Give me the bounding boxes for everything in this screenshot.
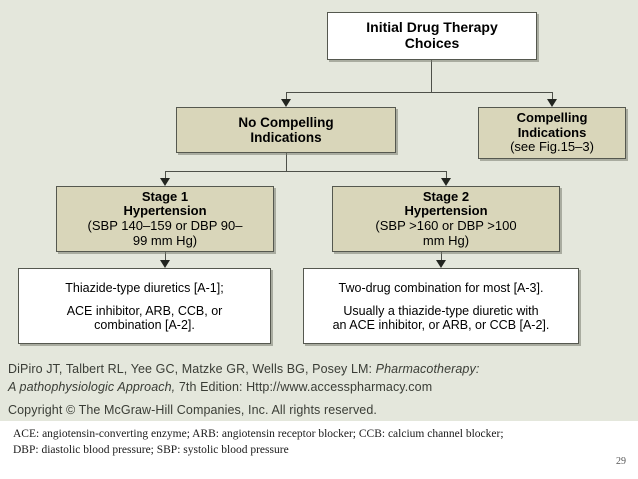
copyright-notice: Copyright © The McGraw-Hill Companies, I… bbox=[8, 403, 377, 417]
connector-level2-left-drop bbox=[286, 92, 287, 101]
connector-nocompelling-down bbox=[286, 153, 287, 171]
footnote-line1: ACE: angiotensin-converting enzyme; ARB:… bbox=[13, 428, 504, 440]
node-compelling-line2: Indications bbox=[517, 124, 587, 140]
node-compelling-figure-ref: (see Fig.15–3) bbox=[510, 139, 594, 155]
citation-title-part1: Pharmacotherapy: bbox=[375, 362, 480, 376]
node-treatment2-line1: Two-drug combination for most [A-3]. bbox=[338, 280, 544, 295]
arrow-to-stage1 bbox=[160, 178, 170, 186]
connector-initial-down bbox=[431, 60, 432, 92]
node-initial-line2: Choices bbox=[404, 35, 460, 51]
node-stage2-line3: (SBP >160 or DBP >100 bbox=[375, 218, 517, 233]
citation-edition: 7th Edition: Http://www.accesspharmacy.c… bbox=[175, 380, 433, 395]
connector-stages-horizontal bbox=[165, 171, 446, 172]
connector-stage2-drop bbox=[446, 171, 447, 180]
node-stage1-line1: Stage 1 bbox=[141, 188, 189, 204]
citation-title-part2: A pathophysiologic Approach, bbox=[8, 380, 176, 395]
arrow-to-treatment1 bbox=[160, 260, 170, 268]
node-treatment-stage-2: Two-drug combination for most [A-3]. Usu… bbox=[303, 268, 579, 344]
node-initial-line1: Initial Drug Therapy bbox=[366, 19, 498, 36]
arrow-to-compelling bbox=[547, 99, 557, 107]
arrow-to-stage2 bbox=[441, 178, 451, 186]
node-stage2-line2: Hypertension bbox=[404, 203, 488, 219]
abbreviation-footnote: ACE: angiotensin-converting enzyme; ARB:… bbox=[13, 427, 603, 458]
connector-stage2-to-treatment bbox=[441, 252, 442, 261]
node-stage-1-hypertension: Stage 1 Hypertension (SBP 140–159 or DBP… bbox=[56, 186, 274, 252]
footnote-line2: DBP: diastolic blood pressure; SBP: syst… bbox=[13, 443, 289, 456]
node-no-compelling-line2: Indications bbox=[250, 130, 322, 145]
node-compelling-indications: Compelling Indications (see Fig.15–3) bbox=[478, 107, 626, 159]
page-number: 29 bbox=[616, 456, 626, 467]
node-treatment-stage-1: Thiazide-type diuretics [A-1]; ACE inhib… bbox=[18, 268, 271, 344]
node-treatment1-line1: Thiazide-type diuretics [A-1]; bbox=[65, 280, 224, 295]
slide-content-area: Initial Drug Therapy Choices No Compelli… bbox=[0, 0, 638, 421]
node-stage1-line3: (SBP 140–159 or DBP 90– bbox=[87, 218, 243, 233]
node-compelling-line1: Compelling bbox=[516, 110, 588, 126]
arrow-to-treatment2 bbox=[436, 260, 446, 268]
connector-stage1-drop bbox=[165, 171, 166, 180]
connector-level2-horizontal bbox=[286, 92, 552, 93]
node-stage2-line4: mm Hg) bbox=[422, 232, 470, 248]
node-stage1-line2: Hypertension bbox=[123, 203, 207, 219]
citation-authors: DiPiro JT, Talbert RL, Yee GC, Matzke GR… bbox=[8, 362, 376, 376]
connector-level2-right-drop bbox=[552, 92, 553, 101]
source-citation: DiPiro JT, Talbert RL, Yee GC, Matzke GR… bbox=[8, 360, 608, 396]
connector-stage1-to-treatment bbox=[165, 252, 166, 261]
arrow-to-no-compelling bbox=[281, 99, 291, 107]
node-no-compelling-indications: No Compelling Indications bbox=[176, 107, 396, 153]
node-initial-drug-therapy-choices: Initial Drug Therapy Choices bbox=[327, 12, 537, 60]
node-stage-2-hypertension: Stage 2 Hypertension (SBP >160 or DBP >1… bbox=[332, 186, 560, 252]
node-stage2-line1: Stage 2 bbox=[422, 188, 470, 204]
node-treatment2-line2: Usually a thiazide-type diuretic with bbox=[343, 303, 539, 318]
node-treatment1-line3: combination [A-2]. bbox=[94, 317, 195, 332]
node-stage1-line4: 99 mm Hg) bbox=[132, 232, 198, 248]
node-no-compelling-line1: No Compelling bbox=[238, 114, 334, 130]
node-treatment2-line3: an ACE inhibitor, or ARB, or CCB [A-2]. bbox=[332, 317, 550, 332]
node-treatment1-line2: ACE inhibitor, ARB, CCB, or bbox=[66, 303, 223, 318]
